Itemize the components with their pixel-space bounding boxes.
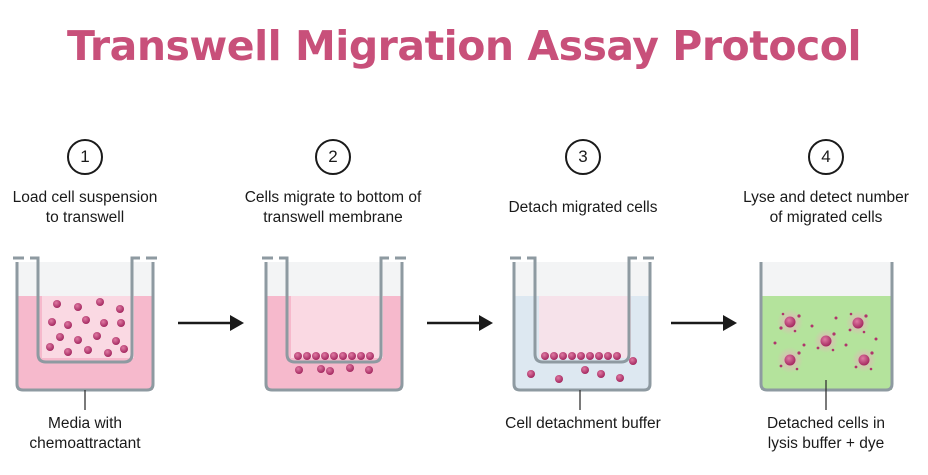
- step-2-number: 2: [315, 139, 351, 175]
- step-3-cells: [527, 352, 637, 383]
- step-3-caption-line1: Cell detachment buffer: [505, 415, 661, 432]
- step-1-label-line2: to transwell: [45, 209, 125, 226]
- step-2-label-line1: Cells migrate to bottom of: [244, 189, 422, 206]
- step-4-number: 4: [808, 139, 844, 175]
- right-arrow-icon: [427, 315, 493, 331]
- lysed-cells: [773, 309, 878, 373]
- step-3-label-line1: Detach migrated cells: [508, 199, 658, 216]
- step-4-well: [759, 262, 894, 410]
- right-arrow-icon: [671, 315, 737, 331]
- right-arrow-icon: [178, 315, 244, 331]
- step-3-label: Detach migrated cells: [473, 198, 693, 218]
- step-4-label: Lyse and detect number of migrated cells: [716, 188, 928, 228]
- step-2-label-line2: transwell membrane: [263, 209, 403, 226]
- step-1-cells: [46, 298, 128, 357]
- step-1-caption-line2: chemoattractant: [29, 435, 141, 452]
- step-2-transwell: [262, 256, 406, 392]
- page-title: Transwell Migration Assay Protocol: [66, 22, 862, 70]
- step-3-number: 3: [565, 139, 601, 175]
- step-4-caption-line2: lysis buffer + dye: [767, 435, 885, 452]
- step-4-caption: Detached cells in lysis buffer + dye: [716, 414, 928, 454]
- step-3-caption: Cell detachment buffer: [473, 414, 693, 434]
- step-1-transwell: [13, 256, 157, 410]
- step-2-cells: [294, 352, 374, 375]
- step-4-label-line1: Lyse and detect number: [743, 189, 909, 206]
- step-4-label-line2: of migrated cells: [769, 209, 883, 226]
- step-1-caption-line1: Media with: [47, 415, 123, 432]
- step-1-label: Load cell suspension to transwell: [0, 188, 195, 228]
- step-4-caption-line1: Detached cells in: [766, 415, 886, 432]
- step-1-number: 1: [67, 139, 103, 175]
- step-3-transwell: [510, 256, 654, 410]
- step-1-caption: Media with chemoattractant: [0, 414, 195, 454]
- step-1-label-line1: Load cell suspension: [12, 189, 158, 206]
- step-2-label: Cells migrate to bottom of transwell mem…: [223, 188, 443, 228]
